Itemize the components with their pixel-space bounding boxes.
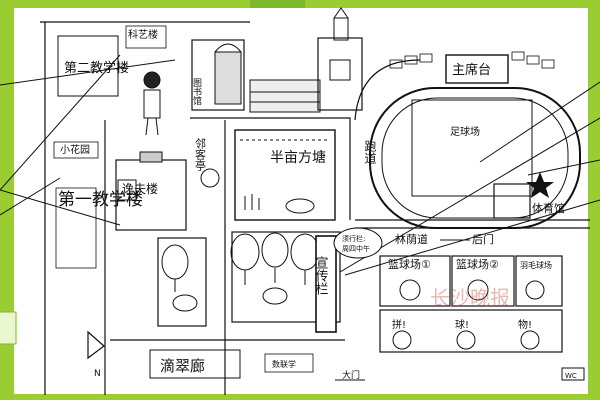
student-figure <box>143 71 161 136</box>
compass: N <box>87 330 105 379</box>
tower-building <box>317 7 363 111</box>
running-track <box>369 87 581 229</box>
courts-area <box>379 255 563 353</box>
note-bubble <box>333 227 383 259</box>
pointer-lines <box>0 54 600 276</box>
library-label: 图书馆 <box>191 78 202 106</box>
reviewing-stand: 主席台 <box>445 54 509 84</box>
dicui-corridor-label: 滴翠廊 <box>160 357 205 375</box>
linked-pavilion-label: 邻客亭 <box>194 138 207 171</box>
half-mu-pond-label: 半亩方塘 <box>270 149 326 166</box>
note-line-1: 须行栏: <box>342 234 365 243</box>
basketball-court-2-label: 篮球场② <box>456 257 499 271</box>
tree-grove <box>157 231 341 327</box>
tech-art-building-label: 科艺楼 <box>128 28 158 41</box>
face-label-3: 物! <box>518 318 532 331</box>
face-label-1: 拼! <box>392 318 406 331</box>
balls <box>399 279 545 301</box>
pavilion-icon <box>200 168 220 188</box>
small-garden-label: 小花园 <box>60 143 90 156</box>
frame-bottom <box>14 394 588 400</box>
teaching-building-2 <box>57 35 119 97</box>
badminton-court-label: 羽毛球场 <box>520 260 552 270</box>
dicui-corridor <box>149 349 241 379</box>
frame-top-accent <box>250 0 305 8</box>
small-garden <box>53 141 99 159</box>
back-gate-label: 后门 <box>472 232 494 246</box>
yifu-building-label: 逸夫楼 <box>122 181 158 196</box>
running-track-label: 跑道 <box>363 140 377 164</box>
face-label-2: 球! <box>455 318 469 331</box>
football-field-label: 足球场 <box>450 125 480 138</box>
note-line-2: 周四中午 <box>342 244 370 253</box>
teaching-building-1-label: 第一教学楼 <box>58 190 143 210</box>
gym-label: 体育馆 <box>532 201 565 215</box>
compass-label: N <box>94 369 101 379</box>
bottom-box-label: 数联学 <box>272 359 296 369</box>
teaching-building-2-label: 第二教学楼 <box>64 60 129 76</box>
frame-side-tab <box>0 311 17 345</box>
tech-art-building <box>125 25 167 49</box>
roads <box>40 21 590 395</box>
football-field <box>411 99 533 197</box>
notice-board-label: 宣传栏 <box>313 255 329 295</box>
basketball-court-1-label: 篮球场① <box>388 257 431 271</box>
half-mu-pond <box>234 129 336 221</box>
toilet-label: WC <box>565 372 577 380</box>
frame-left <box>0 0 14 400</box>
yifu-building <box>115 151 187 231</box>
teaching-building-1 <box>55 187 97 269</box>
frame-right <box>588 0 600 400</box>
notice-board <box>315 235 337 333</box>
stands-steps <box>389 51 555 69</box>
toilet <box>561 367 585 381</box>
tree-lined-path-label: 林荫道 <box>395 232 428 246</box>
watermark: 长沙晚报 <box>430 286 510 310</box>
library <box>191 39 321 113</box>
gym <box>493 172 554 219</box>
faces <box>392 330 540 350</box>
bottom-box <box>264 353 314 373</box>
reviewing-stand-label: 主席台 <box>452 62 491 78</box>
main-gate-label: 大门 <box>342 369 360 381</box>
